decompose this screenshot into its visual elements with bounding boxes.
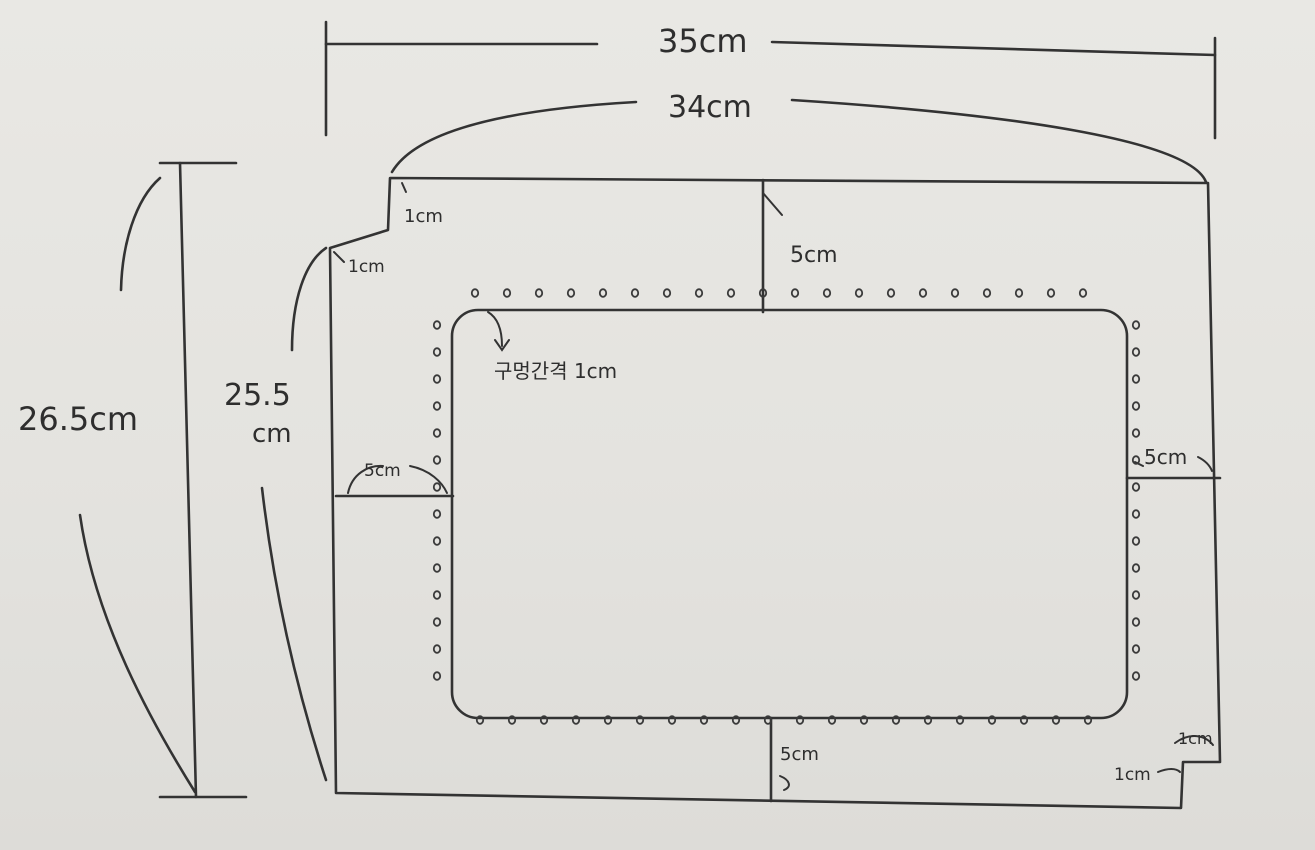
lacing-hole xyxy=(758,288,768,298)
notch-bottom-vertical-label: 1cm xyxy=(1114,765,1151,785)
margin-bottom-label: 5cm xyxy=(780,744,819,765)
lacing-hole xyxy=(432,428,442,438)
notch-ticks xyxy=(333,182,1214,773)
margin-right-label: 5cm xyxy=(1144,445,1187,469)
hole-spacing-arrowhead xyxy=(494,339,510,352)
outer-outline xyxy=(328,176,1222,810)
lacing-hole xyxy=(731,715,741,725)
lacing-hole xyxy=(1131,482,1141,492)
lacing-hole xyxy=(432,563,442,573)
lacing-hole xyxy=(432,482,442,492)
lacing-hole xyxy=(790,288,800,298)
lacing-hole xyxy=(827,715,837,725)
lacing-hole xyxy=(1131,509,1141,519)
lacing-hole xyxy=(1131,644,1141,654)
outer-width-dimension xyxy=(324,20,1217,140)
lacing-hole xyxy=(571,715,581,725)
lacing-hole xyxy=(432,374,442,384)
lacing-hole xyxy=(1051,715,1061,725)
lacing-hole xyxy=(470,288,480,298)
lacing-hole xyxy=(432,401,442,411)
lacing-holes xyxy=(432,288,1141,725)
lacing-hole xyxy=(982,288,992,298)
lacing-hole xyxy=(432,671,442,681)
margin-top-label: 5cm xyxy=(790,243,838,268)
lacing-hole xyxy=(667,715,677,725)
lacing-hole xyxy=(1014,288,1024,298)
lacing-hole xyxy=(566,288,576,298)
lacing-hole xyxy=(1131,536,1141,546)
hole-spacing-arrow xyxy=(487,311,503,347)
lacing-hole xyxy=(1131,401,1141,411)
lacing-hole xyxy=(432,320,442,330)
notch-top-horizontal-label: 1cm xyxy=(348,257,385,277)
lacing-hole xyxy=(1131,671,1141,681)
inner-height-dimension xyxy=(260,246,328,782)
lacing-hole xyxy=(699,715,709,725)
inner-width-dimension xyxy=(390,98,1208,184)
lacing-hole xyxy=(507,715,517,725)
lacing-hole xyxy=(1131,428,1141,438)
lacing-hole xyxy=(432,509,442,519)
lacing-hole xyxy=(432,644,442,654)
lacing-hole xyxy=(1046,288,1056,298)
lacing-hole xyxy=(950,288,960,298)
inner-height-label: 25.5 xyxy=(224,378,291,413)
inner-rounded-rect xyxy=(450,308,1129,720)
lacing-hole xyxy=(539,715,549,725)
lacing-hole xyxy=(475,715,485,725)
lacing-hole xyxy=(1131,590,1141,600)
lacing-hole xyxy=(635,715,645,725)
lacing-hole xyxy=(1131,320,1141,330)
lacing-hole xyxy=(1083,715,1093,725)
lacing-hole xyxy=(1131,617,1141,627)
lacing-hole xyxy=(763,715,773,725)
lacing-hole xyxy=(630,288,640,298)
lacing-hole xyxy=(987,715,997,725)
outer-height-label: 26.5cm xyxy=(18,400,138,438)
outer-width-label: 35cm xyxy=(658,22,747,60)
margin-left-label: 5cm xyxy=(364,461,401,481)
notch-bottom-horizontal-label: 1cm xyxy=(1178,729,1213,748)
lacing-hole xyxy=(432,617,442,627)
lacing-hole xyxy=(432,347,442,357)
lacing-hole xyxy=(891,715,901,725)
lacing-hole xyxy=(603,715,613,725)
lacing-hole xyxy=(432,536,442,546)
lacing-hole xyxy=(662,288,672,298)
lacing-hole xyxy=(726,288,736,298)
lacing-hole xyxy=(432,590,442,600)
lacing-hole xyxy=(1131,563,1141,573)
lacing-hole xyxy=(854,288,864,298)
lacing-hole xyxy=(923,715,933,725)
lacing-hole xyxy=(534,288,544,298)
lacing-hole xyxy=(1131,374,1141,384)
lacing-hole xyxy=(859,715,869,725)
inner-height-unit-label: cm xyxy=(252,419,292,449)
lacing-hole xyxy=(1019,715,1029,725)
lacing-hole xyxy=(918,288,928,298)
lacing-hole xyxy=(1131,347,1141,357)
hole-spacing-label: 구멍간격 1cm xyxy=(494,359,617,383)
lacing-hole xyxy=(694,288,704,298)
lacing-hole xyxy=(955,715,965,725)
lacing-hole xyxy=(432,455,442,465)
lacing-hole xyxy=(822,288,832,298)
lacing-hole xyxy=(1131,455,1141,465)
lacing-hole xyxy=(886,288,896,298)
lacing-hole xyxy=(795,715,805,725)
inner-width-label: 34cm xyxy=(668,90,752,125)
outer-height-dimension xyxy=(78,161,248,799)
lacing-hole xyxy=(1078,288,1088,298)
lacing-hole xyxy=(598,288,608,298)
notch-top-vertical-label: 1cm xyxy=(404,206,443,227)
margin-lines xyxy=(334,178,1222,803)
lacing-hole xyxy=(502,288,512,298)
